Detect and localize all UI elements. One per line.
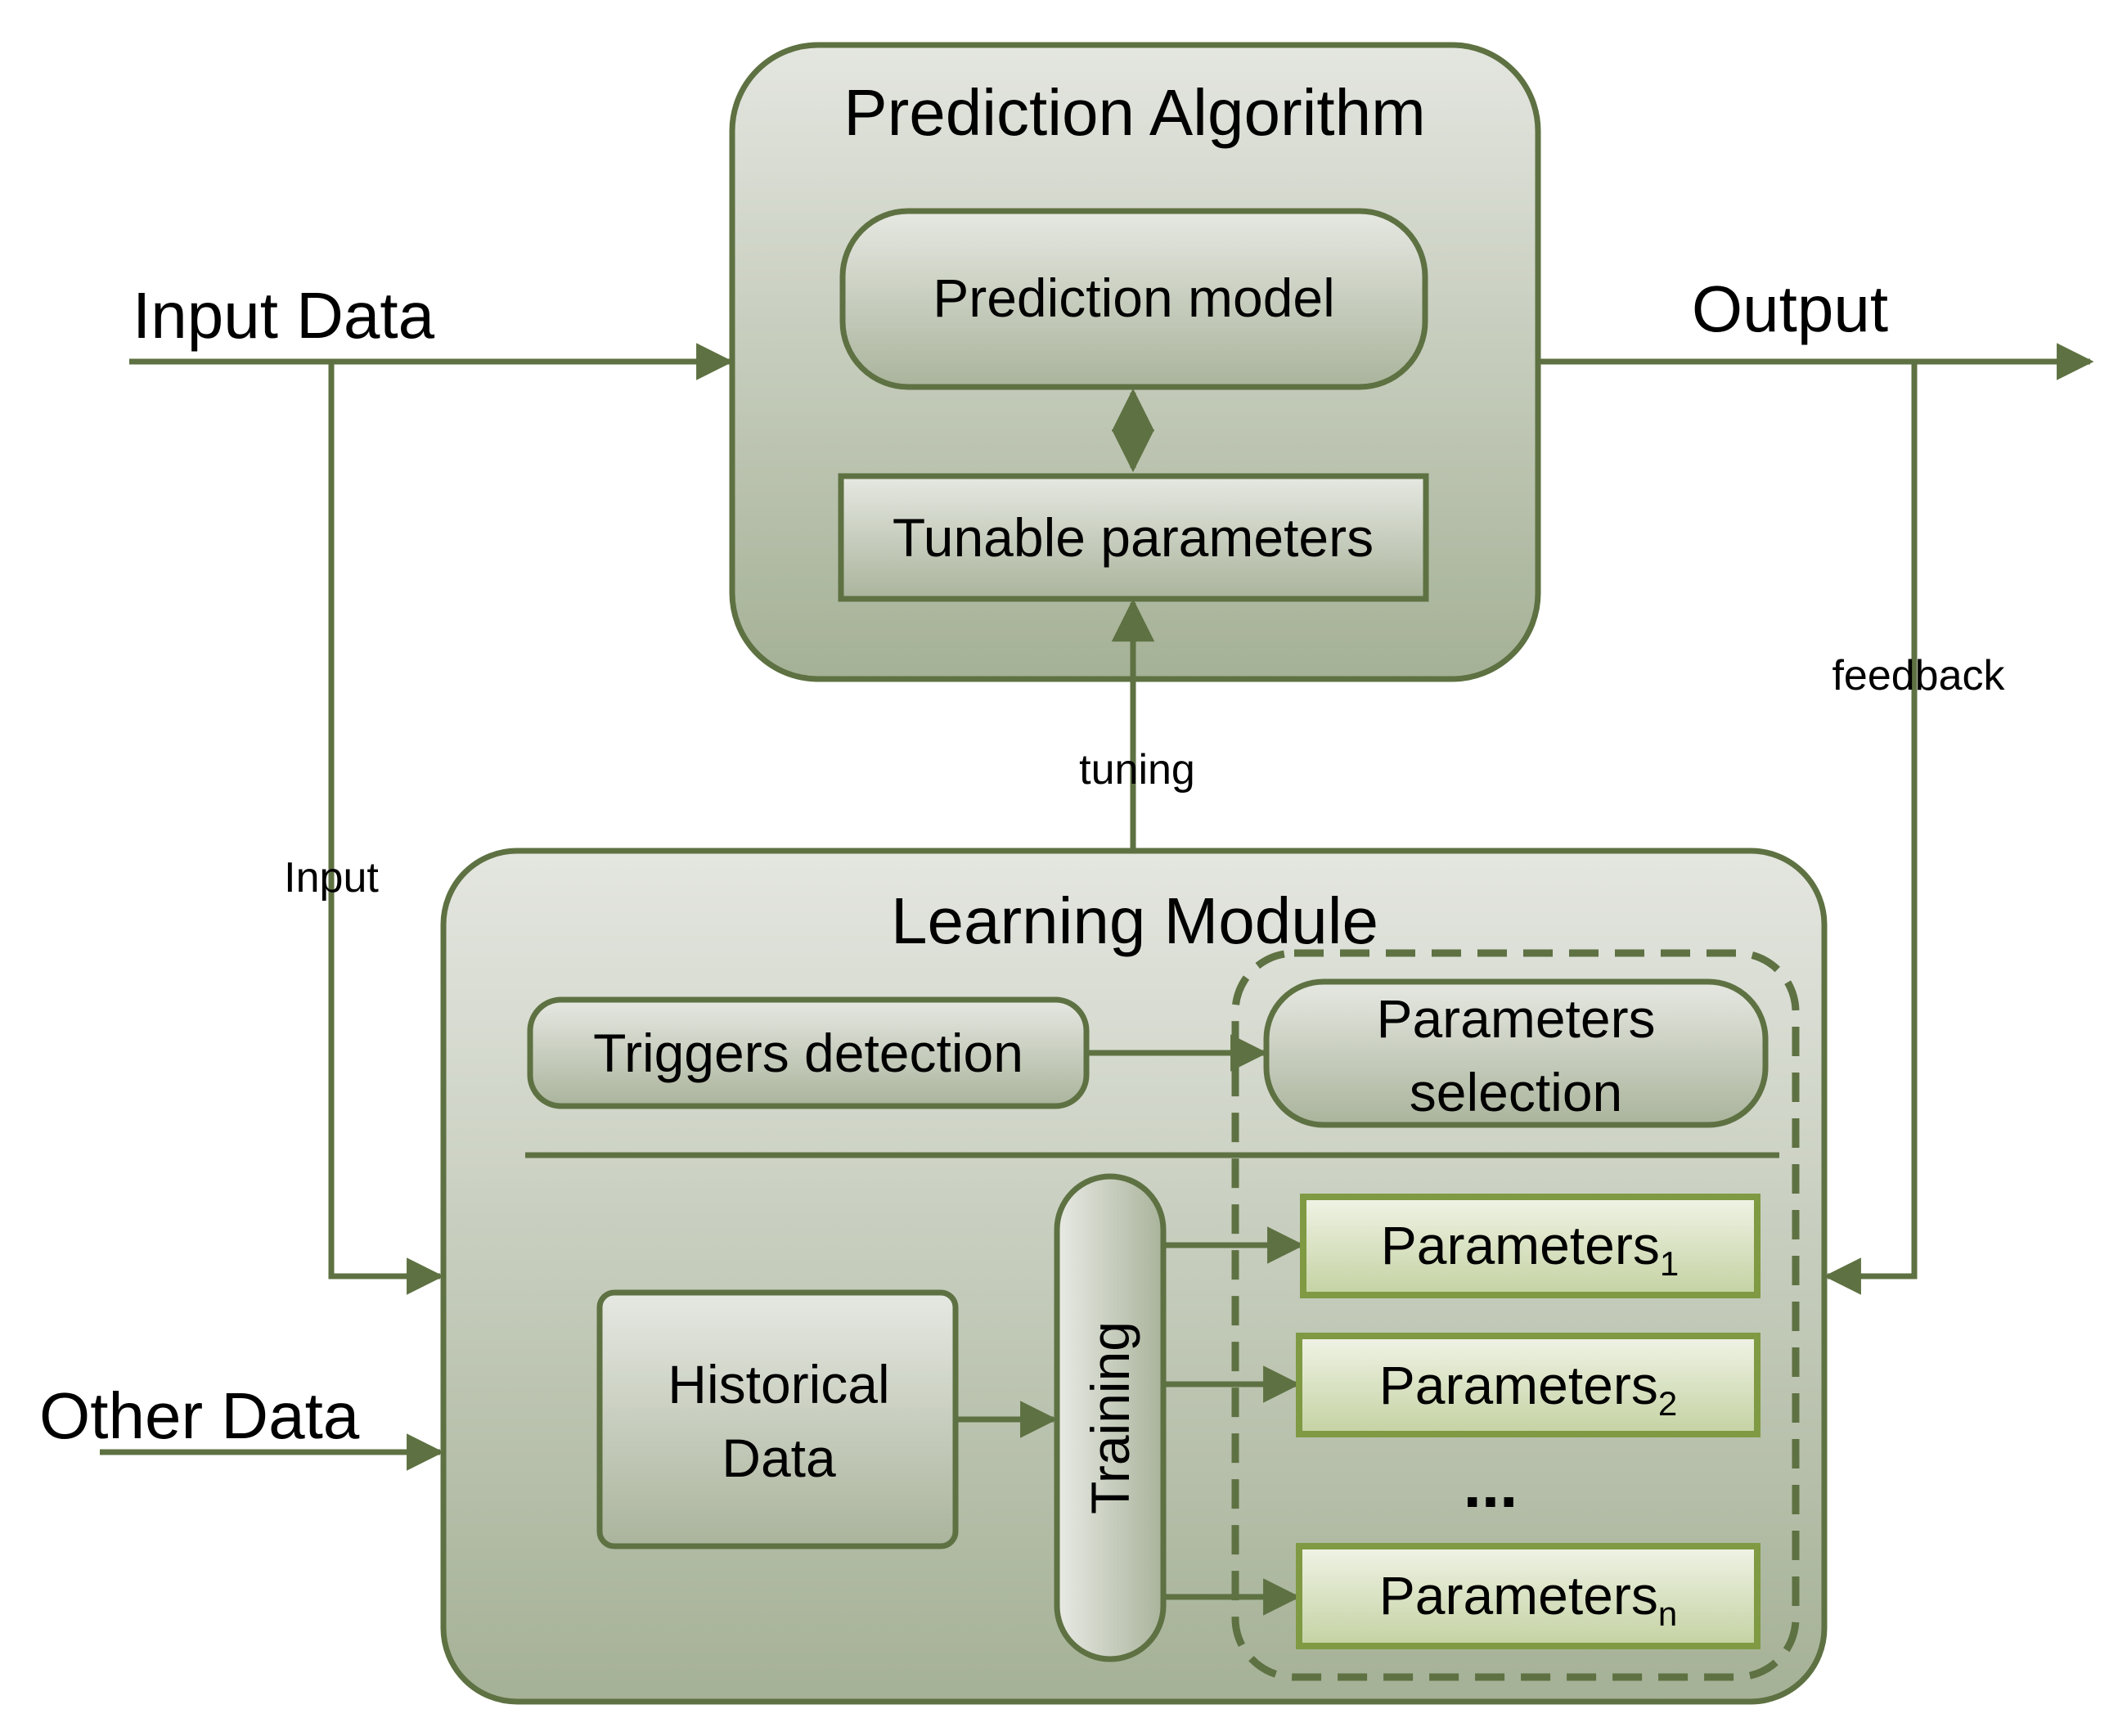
prediction-model-box — [839, 208, 1428, 390]
tuning-edge-label: tuning — [1079, 746, 1195, 794]
historical-data-box — [596, 1289, 959, 1549]
input-to-learning-arrow — [328, 362, 444, 1295]
parameters-1-box — [1300, 1194, 1760, 1298]
learning-module-title: Learning Module — [891, 884, 1378, 957]
output-label: Output — [1692, 272, 1888, 345]
parameters-n-box — [1296, 1543, 1760, 1649]
feedback-edge-label: feedback — [1832, 652, 2005, 699]
prediction-model-label: Prediction model — [933, 268, 1335, 328]
triggers-detection-label: Triggers detection — [593, 1023, 1023, 1083]
training-box — [1054, 1173, 1167, 1662]
other-data-label: Other Data — [39, 1379, 360, 1452]
more-parameters-ellipsis: ... — [1464, 1448, 1518, 1521]
historical-data-label-line1: Historical — [668, 1354, 889, 1414]
parameters-selection-label-line2: selection — [1410, 1062, 1623, 1122]
training-label: Training — [1080, 1321, 1140, 1514]
parameters-n-label: Parametersn — [1379, 1565, 1677, 1633]
parameters-selection-label-line1: Parameters — [1376, 988, 1655, 1049]
historical-data-label-line2: Data — [722, 1428, 836, 1488]
feedback-arrow — [1823, 362, 1918, 1295]
parameters-2-label: Parameters2 — [1379, 1355, 1677, 1423]
prediction-algorithm-title: Prediction Algorithm — [843, 76, 1425, 149]
parameters-2-box — [1296, 1333, 1760, 1437]
learning-module-panel: Learning Module Triggers detection Param… — [440, 848, 1828, 1705]
parameters-1-label: Parameters1 — [1381, 1215, 1679, 1283]
prediction-algorithm-panel: Prediction Algorithm Prediction model Tu… — [729, 42, 1541, 682]
parameters-selection-box — [1263, 978, 1769, 1128]
tunable-parameters-label: Tunable parameters — [893, 507, 1374, 568]
parameter-store-dashed-region — [1231, 949, 1800, 1681]
input-edge-label: Input — [284, 854, 379, 902]
input-data-label: Input Data — [133, 279, 435, 352]
